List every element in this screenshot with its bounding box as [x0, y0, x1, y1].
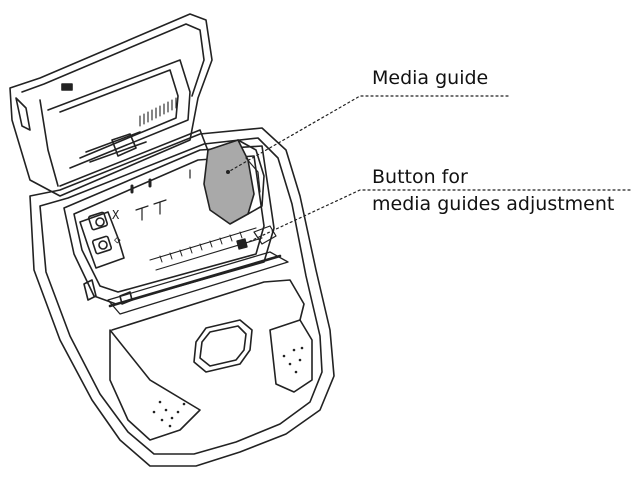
button-label-line1: Button for [372, 166, 468, 188]
platen-ticks [159, 231, 243, 263]
media-guide-leader [227, 95, 509, 173]
slot-mark-diamond: ◇ [114, 233, 121, 246]
media-guide-shape [203, 139, 255, 225]
connector-block: X ◇ [79, 208, 125, 269]
slot-mark-x: X [112, 208, 120, 222]
button-leader [243, 189, 631, 245]
guide-adjustment-button [236, 238, 248, 250]
media-guide-pointer-dot [226, 170, 230, 174]
lid-teeth [139, 97, 177, 127]
media-guide-label: Media guide [372, 67, 489, 89]
button-label-line2: media guides adjustment [372, 193, 615, 215]
grip-dots [152, 346, 304, 428]
printer-lid [9, 13, 213, 197]
callout-lines [227, 95, 631, 245]
printer-body: X ◇ [29, 127, 335, 467]
feed-button [193, 319, 253, 373]
